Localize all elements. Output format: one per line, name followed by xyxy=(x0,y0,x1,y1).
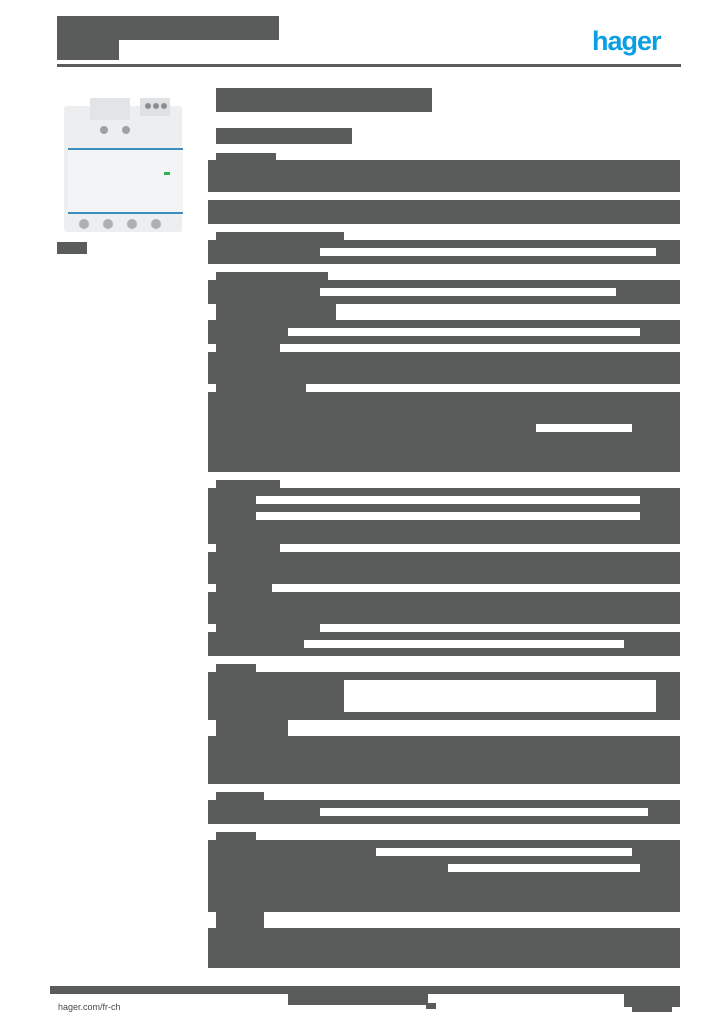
spec-block-3-label xyxy=(216,232,344,242)
footer-center-mark xyxy=(426,1003,436,1009)
spec-block-15-label xyxy=(216,832,256,842)
spec-block-7 xyxy=(208,392,680,472)
page-title xyxy=(57,16,279,40)
section-heading xyxy=(216,88,432,112)
spec-block-4-label xyxy=(216,272,328,282)
page-subtitle xyxy=(57,40,119,60)
footer-rule xyxy=(50,986,680,994)
spec-block-16 xyxy=(208,928,680,968)
spec-row xyxy=(216,544,280,554)
spec-block-1-label xyxy=(216,153,276,163)
footer-page-number-sub xyxy=(632,1006,672,1012)
spec-row xyxy=(216,720,288,736)
spec-row xyxy=(216,344,280,354)
spec-block-2 xyxy=(208,200,680,224)
section-subheading xyxy=(216,128,352,144)
spec-block-1 xyxy=(208,160,680,192)
footer-url-link[interactable]: hager.com/fr-ch xyxy=(56,995,168,1019)
spec-row xyxy=(216,584,272,594)
footer-center-text xyxy=(288,993,428,1005)
spec-block-10 xyxy=(208,592,680,624)
spec-row xyxy=(216,624,320,634)
spec-block-14-label xyxy=(216,792,264,802)
product-reference xyxy=(57,242,87,254)
spec-row xyxy=(216,384,306,394)
product-image xyxy=(64,98,183,232)
spec-block-12-label xyxy=(216,664,256,674)
spec-block-6 xyxy=(208,352,680,384)
spec-block-13 xyxy=(208,736,680,784)
hager-logo: hager xyxy=(592,26,662,56)
spec-block-8-label xyxy=(216,480,280,490)
spec-row xyxy=(216,304,336,320)
spec-block-9 xyxy=(208,552,680,584)
footer-page-number xyxy=(624,993,680,1007)
spec-row xyxy=(216,912,264,928)
header-rule xyxy=(57,64,681,67)
